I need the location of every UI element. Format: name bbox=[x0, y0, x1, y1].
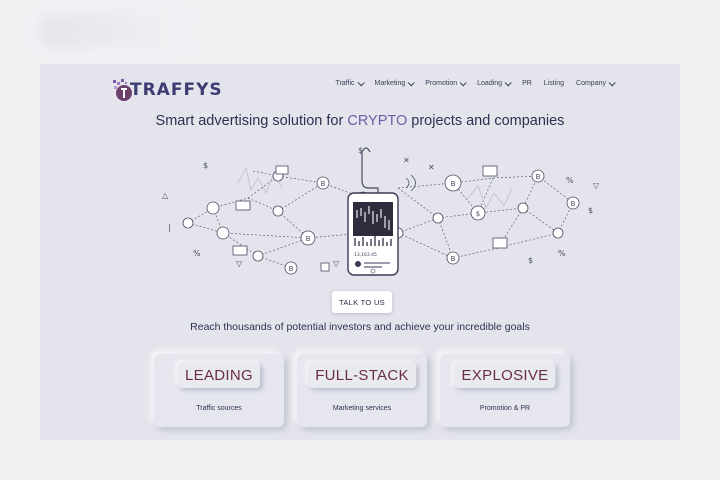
feature-card-leading[interactable]: LEADING Traffic sources bbox=[154, 354, 284, 427]
card-caption: Promotion & PR bbox=[479, 405, 531, 412]
smartphone-icon: 13,163.45 bbox=[347, 192, 399, 276]
page-subheadline: Reach thousands of potential investors a… bbox=[190, 321, 530, 333]
talk-to-us-button[interactable]: TALK TO US bbox=[332, 291, 392, 313]
crypto-network-illustration: B B B $ B B B B $ | △ % ▽ ▽ % $ ▽ % $ ✕ $ ✕ bbox=[162, 146, 600, 276]
chevron-down-icon bbox=[357, 79, 365, 87]
chevron-down-icon bbox=[504, 79, 512, 87]
svg-text:B: B bbox=[451, 255, 456, 263]
nav-label: Loading bbox=[477, 80, 503, 87]
chevron-down-icon bbox=[459, 79, 467, 87]
headline-accent: CRYPTO bbox=[347, 113, 408, 129]
svg-text:$: $ bbox=[528, 256, 533, 265]
svg-text:$: $ bbox=[203, 161, 208, 170]
svg-text:✕: ✕ bbox=[428, 163, 435, 172]
chevron-down-icon bbox=[407, 79, 415, 87]
svg-text:▽: ▽ bbox=[593, 181, 600, 190]
main-nav: Traffic Marketing Promotion Loading PR L… bbox=[335, 79, 616, 87]
svg-text:▽: ▽ bbox=[333, 259, 340, 268]
card-caption: Traffic sources bbox=[196, 405, 242, 412]
nav-item-listing[interactable]: Listing bbox=[544, 80, 564, 87]
svg-text:B: B bbox=[536, 173, 541, 181]
svg-text:B: B bbox=[571, 200, 576, 208]
feature-cards: LEADING Traffic sources FULL-STACK Marke… bbox=[154, 354, 570, 427]
svg-text:$: $ bbox=[358, 146, 363, 155]
nav-label: Company bbox=[576, 80, 606, 87]
nav-item-marketing[interactable]: Marketing bbox=[374, 79, 415, 87]
svg-text:%: % bbox=[193, 249, 201, 258]
nav-item-company[interactable]: Company bbox=[576, 79, 616, 87]
card-title: LEADING bbox=[178, 363, 260, 388]
feature-card-explosive[interactable]: EXPLOSIVE Promotion & PR bbox=[440, 354, 570, 427]
nav-label: Promotion bbox=[425, 80, 458, 87]
nav-label: Marketing bbox=[374, 80, 406, 87]
logo-text: TRAFFYS bbox=[130, 80, 223, 100]
logo[interactable]: TRAFFYS bbox=[110, 77, 222, 103]
svg-text:$: $ bbox=[476, 210, 480, 218]
card-caption: Marketing services bbox=[332, 405, 392, 412]
page-viewport: TRAFFYS Traffic Marketing Promotion Load… bbox=[40, 64, 680, 440]
svg-text:%: % bbox=[566, 176, 574, 185]
blurred-browser-element bbox=[40, 14, 190, 48]
nav-item-pr[interactable]: PR bbox=[522, 80, 532, 87]
chevron-down-icon bbox=[608, 79, 616, 87]
headline-text: projects and companies bbox=[407, 113, 565, 129]
nav-label: PR bbox=[522, 80, 532, 87]
card-title: FULL-STACK bbox=[308, 363, 416, 388]
feature-card-full-stack[interactable]: FULL-STACK Marketing services bbox=[297, 354, 427, 427]
svg-text:▽: ▽ bbox=[236, 259, 243, 268]
card-title: EXPLOSIVE bbox=[454, 363, 556, 388]
svg-text:|: | bbox=[168, 223, 171, 232]
svg-text:$: $ bbox=[588, 206, 593, 215]
nav-item-traffic[interactable]: Traffic bbox=[335, 79, 365, 87]
svg-text:△: △ bbox=[162, 191, 169, 200]
page-headline: Smart advertising solution for CRYPTO pr… bbox=[40, 113, 680, 129]
svg-text:✕: ✕ bbox=[403, 156, 410, 165]
svg-text:%: % bbox=[558, 249, 566, 258]
logo-mark-icon bbox=[110, 77, 138, 103]
svg-text:B: B bbox=[289, 265, 294, 273]
svg-text:B: B bbox=[306, 235, 311, 243]
svg-text:B: B bbox=[451, 180, 456, 188]
nav-label: Listing bbox=[543, 80, 565, 87]
nav-label: Traffic bbox=[335, 80, 355, 87]
nav-item-promotion[interactable]: Promotion bbox=[425, 79, 467, 87]
headline-text: Smart advertising solution for bbox=[155, 113, 348, 129]
nav-item-loading[interactable]: Loading bbox=[477, 79, 512, 87]
phone-value: 13,163.45 bbox=[354, 252, 377, 258]
svg-text:B: B bbox=[321, 180, 326, 188]
